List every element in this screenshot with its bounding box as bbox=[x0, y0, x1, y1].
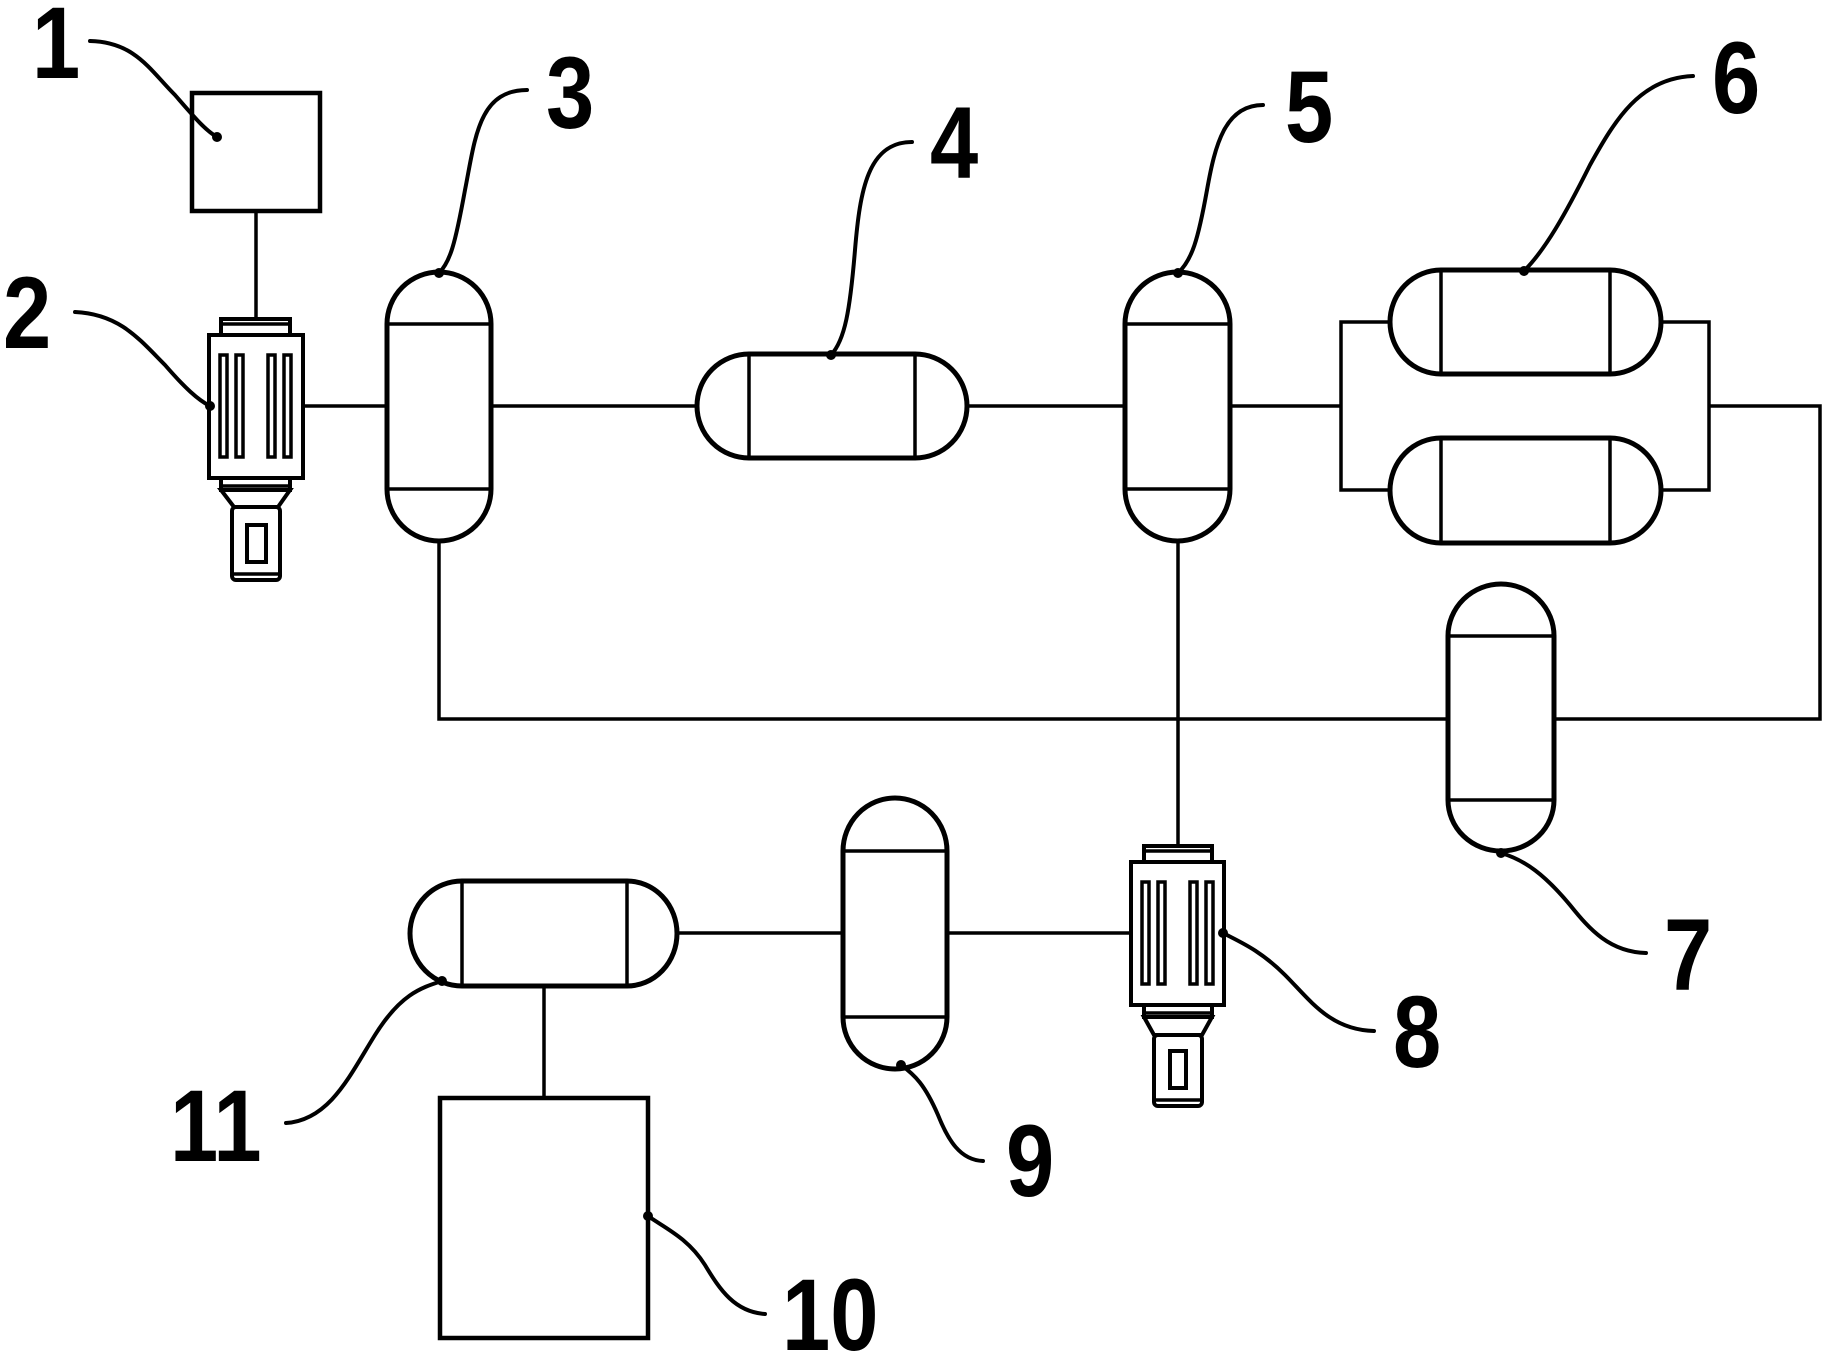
manifold-6-inlet bbox=[1339, 320, 1391, 492]
vessel-7-shell bbox=[1445, 581, 1557, 854]
compressor-8-top-cap bbox=[1142, 844, 1214, 864]
leader-2 bbox=[73, 310, 212, 408]
compressor-2-motor-window bbox=[245, 523, 268, 564]
vessel-3-shell bbox=[384, 269, 494, 544]
manifold-6-outlet bbox=[1660, 320, 1711, 492]
vessel-6-upper-shell bbox=[1387, 267, 1664, 377]
leader-4 bbox=[829, 140, 914, 357]
label-10: 10 bbox=[782, 1258, 878, 1351]
leader-6-dot bbox=[1519, 266, 1529, 276]
vessel-11[interactable] bbox=[407, 878, 680, 989]
labels: 1 2 3 4 5 6 7 8 9 10 11 bbox=[3, 0, 1760, 1351]
leader-11-dot bbox=[437, 976, 447, 986]
vessel-7[interactable] bbox=[1445, 581, 1557, 854]
compressor-2-slot bbox=[234, 353, 245, 459]
label-8: 8 bbox=[1393, 975, 1441, 1089]
compressor-8[interactable] bbox=[1129, 844, 1226, 1108]
leader-1-dot bbox=[212, 132, 222, 142]
pipe-7-to-3 bbox=[437, 540, 1448, 721]
leader-9 bbox=[899, 1063, 985, 1163]
leader-8 bbox=[1221, 931, 1376, 1033]
leader-7-dot bbox=[1496, 848, 1506, 858]
label-6: 6 bbox=[1712, 21, 1760, 135]
compressor-2-taper bbox=[216, 488, 294, 509]
unit-10-box[interactable] bbox=[437, 1095, 651, 1341]
label-1: 1 bbox=[32, 0, 80, 101]
label-7: 7 bbox=[1664, 898, 1712, 1012]
leader-11 bbox=[284, 979, 444, 1125]
label-9: 9 bbox=[1006, 1104, 1054, 1218]
leader-9-dot bbox=[896, 1060, 906, 1070]
leader-10 bbox=[646, 1214, 767, 1316]
leader-4-dot bbox=[826, 350, 836, 360]
leader-1 bbox=[88, 39, 219, 139]
leader-5 bbox=[1176, 103, 1265, 275]
compressor-2-slot bbox=[218, 353, 229, 459]
vessel-4-shell bbox=[694, 351, 970, 461]
leader-6 bbox=[1522, 74, 1695, 273]
label-2: 2 bbox=[3, 256, 51, 370]
compressor-8-taper bbox=[1140, 1015, 1216, 1037]
leader-10-dot bbox=[643, 1211, 653, 1221]
unit-1-box[interactable] bbox=[189, 90, 323, 214]
pipes bbox=[254, 211, 1822, 1098]
leader-3 bbox=[437, 88, 529, 275]
vessel-9[interactable] bbox=[840, 795, 950, 1072]
compressor-8-slot bbox=[1188, 880, 1199, 986]
label-5: 5 bbox=[1285, 50, 1333, 164]
leader-7 bbox=[1499, 851, 1648, 955]
compressor-8-slot bbox=[1140, 880, 1151, 986]
vessel-4[interactable] bbox=[694, 351, 970, 461]
vessel-11-shell bbox=[407, 878, 680, 989]
vessel-3[interactable] bbox=[384, 269, 494, 544]
leader-3-dot bbox=[434, 268, 444, 278]
label-3: 3 bbox=[546, 36, 594, 150]
compressor-2-top-cap bbox=[219, 317, 292, 337]
compressor-2-slot bbox=[266, 353, 277, 459]
vessel-5[interactable] bbox=[1122, 269, 1233, 544]
label-11: 11 bbox=[170, 1069, 262, 1183]
leader-8-dot bbox=[1218, 928, 1228, 938]
label-4: 4 bbox=[930, 86, 979, 200]
leader-2-dot bbox=[205, 401, 215, 411]
pipe-6-to-7 bbox=[1554, 404, 1822, 721]
compressor-8-slot bbox=[1204, 880, 1215, 986]
compressor-8-motor-window bbox=[1168, 1049, 1188, 1090]
compressor-2-slot bbox=[282, 353, 293, 459]
vessel-5-shell bbox=[1122, 269, 1233, 544]
vessel-6-lower-shell bbox=[1387, 435, 1664, 546]
compressor-2[interactable] bbox=[207, 317, 305, 582]
vessel-9-shell bbox=[840, 795, 950, 1072]
leader-5-dot bbox=[1173, 268, 1183, 278]
leaders bbox=[73, 39, 1695, 1316]
vessel-6-pair[interactable] bbox=[1387, 267, 1664, 546]
compressor-8-slot bbox=[1156, 880, 1167, 986]
